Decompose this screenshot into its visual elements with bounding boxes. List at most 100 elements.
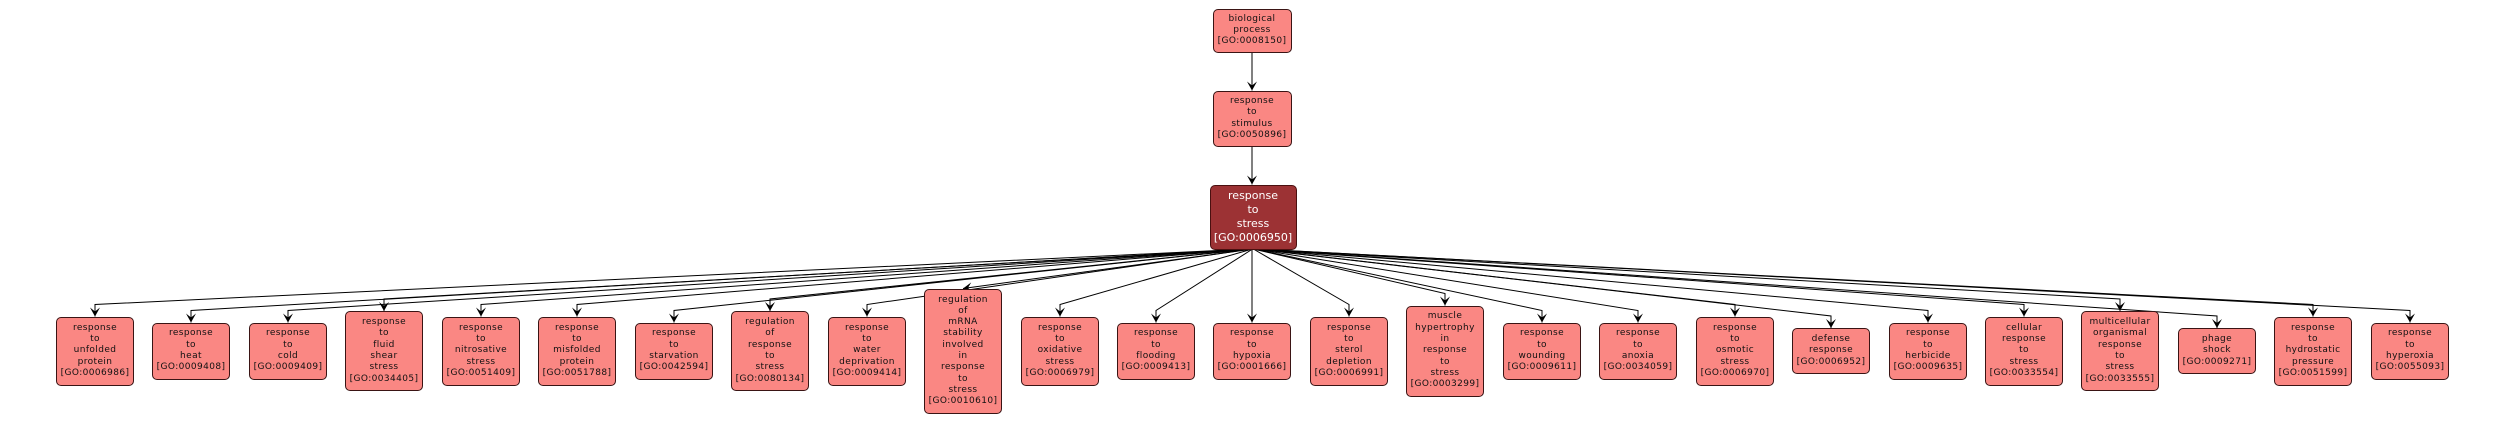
term-label-line: response — [844, 322, 890, 333]
arrowhead-icon — [1730, 307, 1740, 317]
term-label-line: regulation — [938, 294, 988, 305]
arrowhead-icon — [476, 307, 486, 317]
go-id-label: [GO:0055093] — [2375, 362, 2445, 373]
term-label-line: response — [651, 328, 697, 339]
edge-stress-to-child — [576, 249, 1245, 317]
term-label-line: to — [1247, 203, 1259, 216]
term-label-line: stimulus — [1231, 118, 1273, 129]
term-label-line: muscle — [1427, 311, 1463, 322]
term-label-line: stress — [369, 362, 399, 373]
go-id-label: [GO:0033555] — [2085, 373, 2155, 384]
term-label-line: shear — [370, 351, 398, 361]
term-label-line: response — [747, 339, 793, 350]
term-label-line: response — [554, 322, 600, 333]
arrowhead-icon — [2212, 319, 2222, 328]
term-label-line: response — [1615, 328, 1661, 339]
term-label-line: response — [1326, 322, 1372, 333]
term-label-line: water — [853, 345, 881, 356]
term-label-line: shock — [2202, 345, 2232, 356]
go-id-label: [GO:0006979] — [1025, 367, 1095, 378]
term-label-line: herbicide — [1905, 351, 1951, 361]
term-label-line: to — [283, 339, 293, 350]
go-id-label: [GO:0010610] — [928, 396, 998, 407]
edge-stress-to-child — [1261, 249, 1929, 323]
term-label-line: mRNA — [948, 317, 978, 328]
go-id-label: [GO:0008150] — [1217, 36, 1287, 47]
term-label-line: misfolded — [553, 345, 601, 356]
term-label-line: response — [361, 317, 407, 328]
term-label-line: protein — [559, 356, 595, 367]
arrowhead-icon — [186, 313, 196, 323]
term-label-line: organismal — [2093, 328, 2147, 339]
term-label-line: anoxia — [1621, 351, 1655, 361]
term-label-line: response — [1228, 189, 1278, 202]
term-label-line: response — [2001, 334, 2047, 345]
go-id-label: [GO:0051788] — [542, 367, 612, 378]
arrowhead-icon — [1923, 313, 1933, 323]
term-label-line: response — [1133, 328, 1179, 339]
term-label-line: phage — [2201, 334, 2233, 345]
term-label-line: unfolded — [73, 345, 117, 356]
go-id-label: [GO:0006950] — [1213, 231, 1293, 244]
term-label-line: cold — [277, 351, 299, 361]
term-label-line: deprivation — [839, 356, 895, 367]
term-label-line: response — [1422, 345, 1468, 356]
term-label-line: cellular — [2005, 322, 2043, 333]
arrowhead-icon — [1247, 175, 1257, 185]
term-label-line: defense — [1811, 334, 1851, 345]
arrowhead-icon — [669, 313, 679, 323]
term-label-line: stress — [948, 384, 978, 395]
term-label-line: stress — [466, 356, 496, 367]
term-label-line: to — [1923, 339, 1933, 350]
go-id-label: [GO:0006970] — [1700, 367, 1770, 378]
go-id-label: [GO:0009611] — [1507, 362, 1577, 373]
arrowhead-icon — [1440, 296, 1450, 306]
arrowhead-icon — [2019, 307, 2029, 317]
term-label-line: to — [186, 339, 196, 350]
arrowhead-icon — [283, 313, 293, 323]
arrowhead-icon — [962, 282, 973, 293]
term-label-line: response — [2387, 328, 2433, 339]
term-label-line: to — [1055, 334, 1065, 345]
go-id-label: [GO:0003299] — [1410, 379, 1480, 390]
term-label-line: to — [1537, 339, 1547, 350]
arrowhead-icon — [862, 307, 872, 317]
term-label-line: regulation — [745, 317, 795, 328]
term-label-line: fluid — [373, 339, 395, 350]
term-label-line: to — [90, 334, 100, 345]
edge-stress-to-child — [480, 249, 1244, 317]
arrowhead-icon — [379, 302, 389, 311]
term-label-line: to — [1440, 356, 1450, 367]
term-label-line: biological — [1228, 13, 1276, 24]
term-label-line: flooding — [1136, 351, 1176, 361]
term-label-line: to — [765, 351, 775, 361]
